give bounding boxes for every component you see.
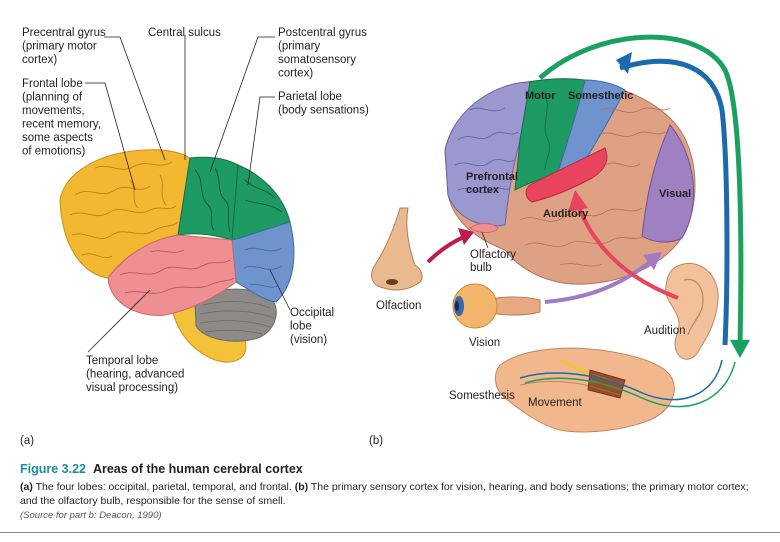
caption-b-text: The primary sensory cortex for vision, h… — [20, 481, 749, 507]
audition-arrow — [576, 204, 679, 300]
label-central-sulcus: Central sulcus — [148, 27, 221, 39]
label-audition: Audition — [644, 325, 686, 337]
ear-illustration — [665, 263, 719, 360]
label-parietal-lobe: Parietal lobe (body sensations) — [278, 91, 369, 117]
caption-b-marker: (b) — [294, 481, 309, 493]
label-frontal-lobe: Frontal lobe (planning of movements, rec… — [22, 78, 104, 158]
label-movement: Movement — [528, 397, 582, 409]
label-postcentral-gyrus: Postcentral gyrus (primary somatosensory… — [278, 27, 370, 80]
figure-source: (Source for part b: Deacon, 1990) — [20, 510, 162, 521]
figure-description: (a) The four lobes: occipital, parietal,… — [20, 480, 765, 508]
bottom-rule — [0, 532, 780, 533]
olfactory-bulb — [469, 223, 499, 233]
sensory-nerve-blue — [519, 359, 723, 401]
motor-nerve-green — [524, 361, 736, 408]
olfactory-leader — [481, 231, 489, 249]
caption-a-text: The four lobes: occipital, parietal, tem… — [32, 481, 295, 493]
label-vision: Vision — [469, 337, 500, 349]
brain-sensory-view — [444, 78, 696, 285]
label-precentral-gyrus: Precentral gyrus (primary motor cortex) — [22, 27, 109, 66]
olfaction-arrow — [426, 234, 467, 264]
prefrontal-region — [444, 81, 531, 227]
green-arc-arrow — [538, 34, 744, 346]
motor-output-arrows — [538, 34, 750, 358]
panel-a-leader-lines — [85, 35, 291, 353]
figure-number: Figure 3.22 — [20, 462, 86, 476]
parietal-lobe-blue — [231, 221, 295, 303]
cerebellum — [194, 288, 277, 342]
label-visual: Visual — [659, 188, 691, 200]
label-temporal-lobe: Temporal lobe (hearing, advanced visual … — [86, 355, 188, 394]
green-arrowhead — [730, 340, 750, 358]
label-auditory: Auditory — [543, 208, 589, 220]
blue-arrowhead — [616, 52, 632, 74]
label-somesthesis: Somesthesis — [449, 390, 515, 402]
figure-caption: Figure 3.22 Areas of the human cerebral … — [20, 462, 765, 521]
auditory-region — [525, 147, 608, 203]
label-olfactory-bulb: Olfactory bulb — [470, 249, 519, 274]
sensory-input-arrows — [426, 190, 679, 304]
panel-b-label: (b) — [369, 435, 383, 447]
label-motor: Motor — [525, 90, 556, 102]
visual-region — [641, 124, 695, 243]
nose-illustration — [371, 207, 423, 291]
vision-arrow — [544, 260, 652, 304]
label-olfaction: Olfaction — [376, 300, 421, 312]
label-prefrontal-cortex: Prefrontal cortex — [466, 171, 521, 196]
hand-illustration — [494, 347, 675, 433]
figure-title: Figure 3.22 Areas of the human cerebral … — [20, 462, 765, 476]
panel-a-label: (a) — [20, 435, 34, 447]
blue-arc-arrow — [619, 58, 730, 346]
figure-title-text: Areas of the human cerebral cortex — [92, 462, 303, 476]
temporal-lobe — [107, 234, 237, 316]
caption-a-marker: (a) — [20, 481, 33, 493]
label-occipital-lobe: Occipital lobe (vision) — [290, 307, 337, 346]
eye-illustration — [452, 283, 541, 329]
label-somesthetic: Somesthetic — [568, 90, 633, 102]
brain-lateral-view — [59, 149, 295, 363]
